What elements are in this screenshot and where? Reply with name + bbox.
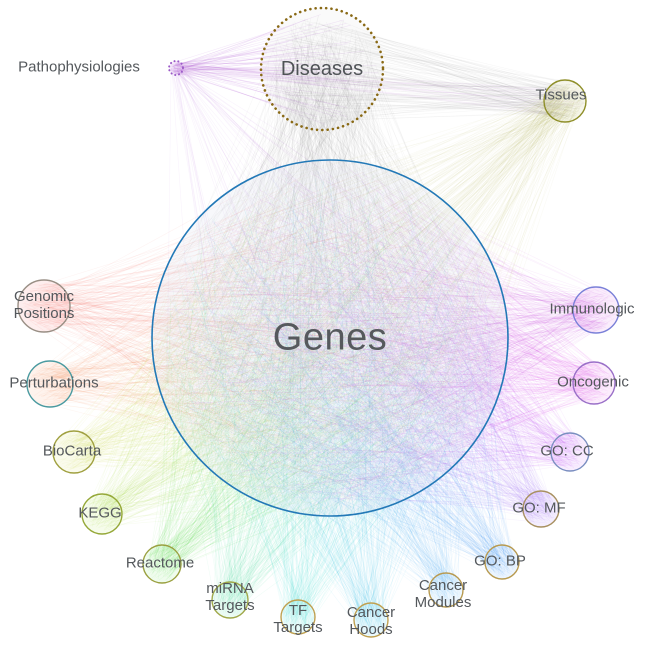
node-immunologic[interactable] <box>572 286 620 334</box>
node-genomic-positions[interactable] <box>17 279 71 333</box>
node-reactome[interactable] <box>142 544 182 584</box>
edge-bundles <box>21 14 617 636</box>
node-biocarta[interactable] <box>52 430 96 474</box>
node-go-bp[interactable] <box>484 544 520 580</box>
node-diseases[interactable] <box>259 6 385 132</box>
node-cancer-modules[interactable] <box>428 572 464 608</box>
node-pathophysiologies[interactable] <box>168 60 184 76</box>
node-circles <box>17 6 620 638</box>
node-go-mf[interactable] <box>522 490 560 528</box>
node-mirna-targets[interactable] <box>211 581 249 619</box>
node-genes[interactable] <box>151 159 509 517</box>
node-tissues[interactable] <box>543 79 587 123</box>
node-go-cc[interactable] <box>550 432 590 472</box>
node-perturbations[interactable] <box>26 360 74 408</box>
node-kegg[interactable] <box>81 493 123 535</box>
node-cancer-hoods[interactable] <box>353 602 389 638</box>
node-oncogenic[interactable] <box>572 361 616 405</box>
node-tf-targets[interactable] <box>280 599 316 635</box>
